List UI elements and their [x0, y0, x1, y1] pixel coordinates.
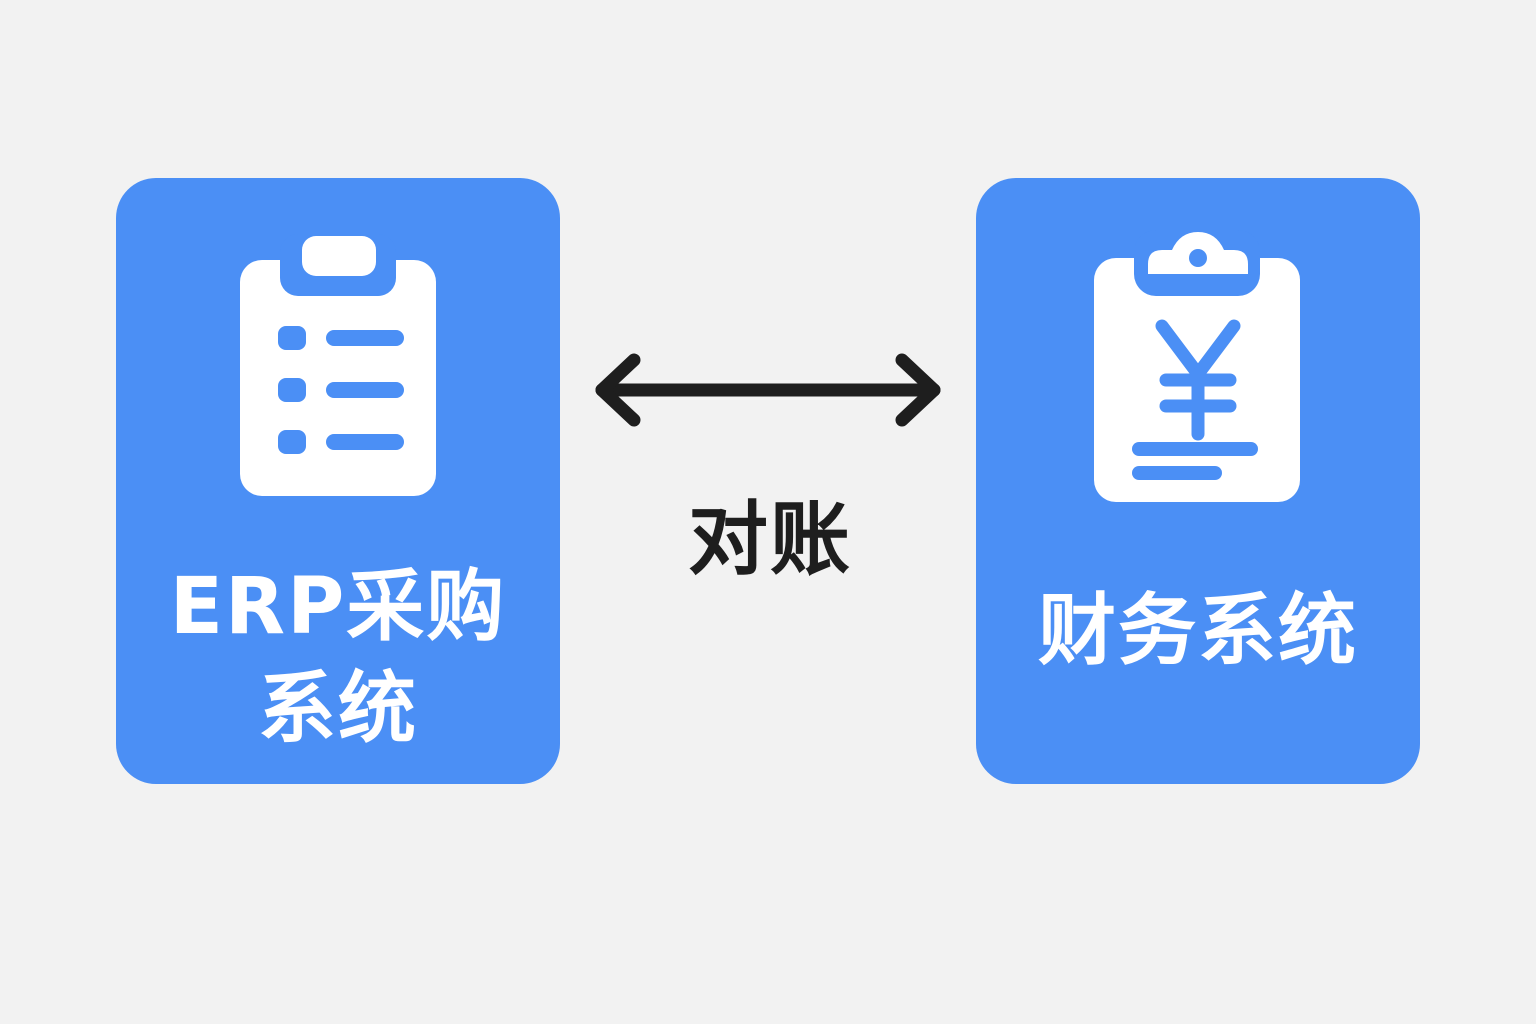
- clipboard-yen-icon: [976, 230, 1420, 506]
- finance-system-card: 财务系统: [976, 178, 1420, 784]
- erp-label-line2: 系统: [257, 664, 418, 754]
- erp-purchase-system-label: ERP采购 系统: [116, 556, 560, 760]
- erp-label-line1: ERP采购: [169, 562, 507, 652]
- clipboard-list-icon: [116, 234, 560, 498]
- finance-system-label: 财务系统: [1037, 586, 1358, 676]
- erp-purchase-system-card: ERP采购 系统: [116, 178, 560, 784]
- double-arrow-icon: [590, 350, 946, 430]
- reconciliation-label: 对账: [688, 493, 852, 586]
